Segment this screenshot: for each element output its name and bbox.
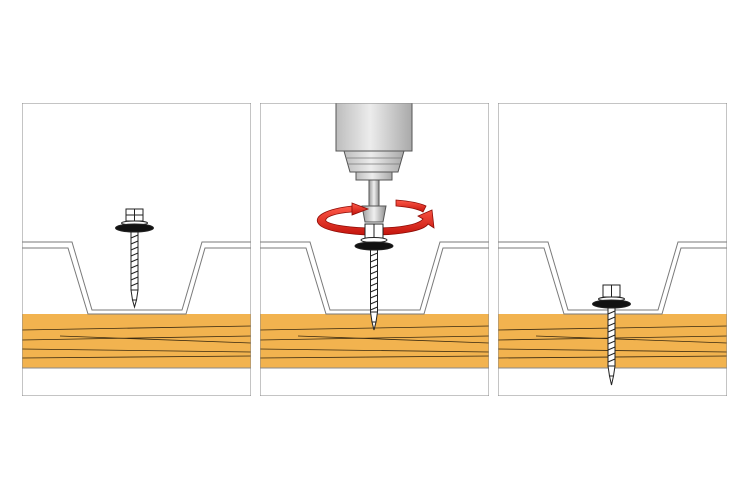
screw-icon — [354, 223, 394, 331]
screw-icon — [592, 284, 631, 386]
roof-sheet — [260, 241, 489, 315]
step-1-panel — [22, 103, 251, 396]
rotation-arrow-icon — [316, 199, 435, 236]
wood-grain — [22, 325, 251, 359]
wood-board — [22, 314, 251, 368]
roof-sheet — [498, 241, 727, 315]
roof-sheet — [22, 241, 251, 315]
drill-icon — [335, 103, 413, 223]
screw-icon — [115, 208, 154, 309]
step-3-panel — [498, 103, 727, 396]
step-2-panel — [260, 103, 489, 396]
